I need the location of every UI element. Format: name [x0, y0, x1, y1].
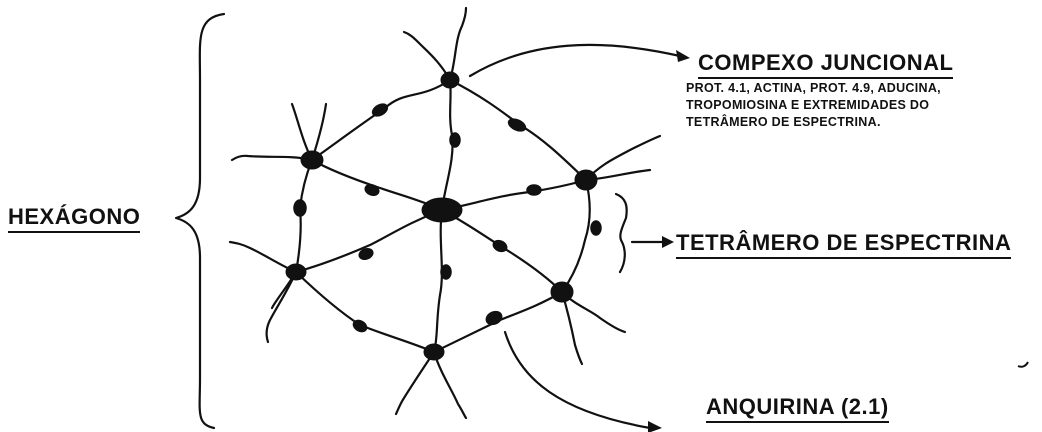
stray-mark: [1018, 362, 1028, 367]
tetramer-arrow-head: [662, 236, 674, 248]
ankyrin-blob: [450, 133, 460, 147]
junction-node-upper-left: [301, 151, 323, 169]
ankyrin-arrow-head: [648, 421, 662, 432]
ankyrin-label: ANQUIRINA (2.1): [706, 394, 889, 423]
ankyrin-blob: [507, 117, 528, 134]
hexagon-brace: [176, 14, 224, 428]
tetramer-bracket: [616, 194, 627, 272]
ankyrin-blob: [527, 185, 541, 195]
junctional-complex-title: COMPEXO JUNCIONAL: [698, 50, 953, 79]
junction-node-bottom: [424, 344, 444, 360]
ankyrin-arrow-line: [505, 332, 650, 428]
ankyrin-blob: [441, 265, 451, 279]
ankyrin-blob: [294, 200, 306, 216]
hexagon-label: HEXÁGONO: [8, 204, 140, 233]
ankyrin-blob: [484, 309, 504, 327]
junction-node-top: [441, 72, 459, 88]
junction-node-center: [422, 198, 462, 222]
ankyrin-blob: [364, 183, 381, 197]
ankyrin-blob: [591, 221, 601, 235]
junction-node-lower-right: [551, 282, 573, 302]
junctional-arrow-line: [470, 45, 680, 76]
junctional-arrow-head: [676, 50, 690, 62]
junction-node-upper-right: [575, 170, 597, 190]
junction-node-lower-left: [286, 264, 306, 280]
junctional-complex-description: PROT. 4.1, ACTINA, PROT. 4.9, ADUCINA, T…: [686, 80, 941, 131]
spectrin-tetramer-label: TETRÂMERO DE ESPECTRINA: [676, 230, 1011, 259]
